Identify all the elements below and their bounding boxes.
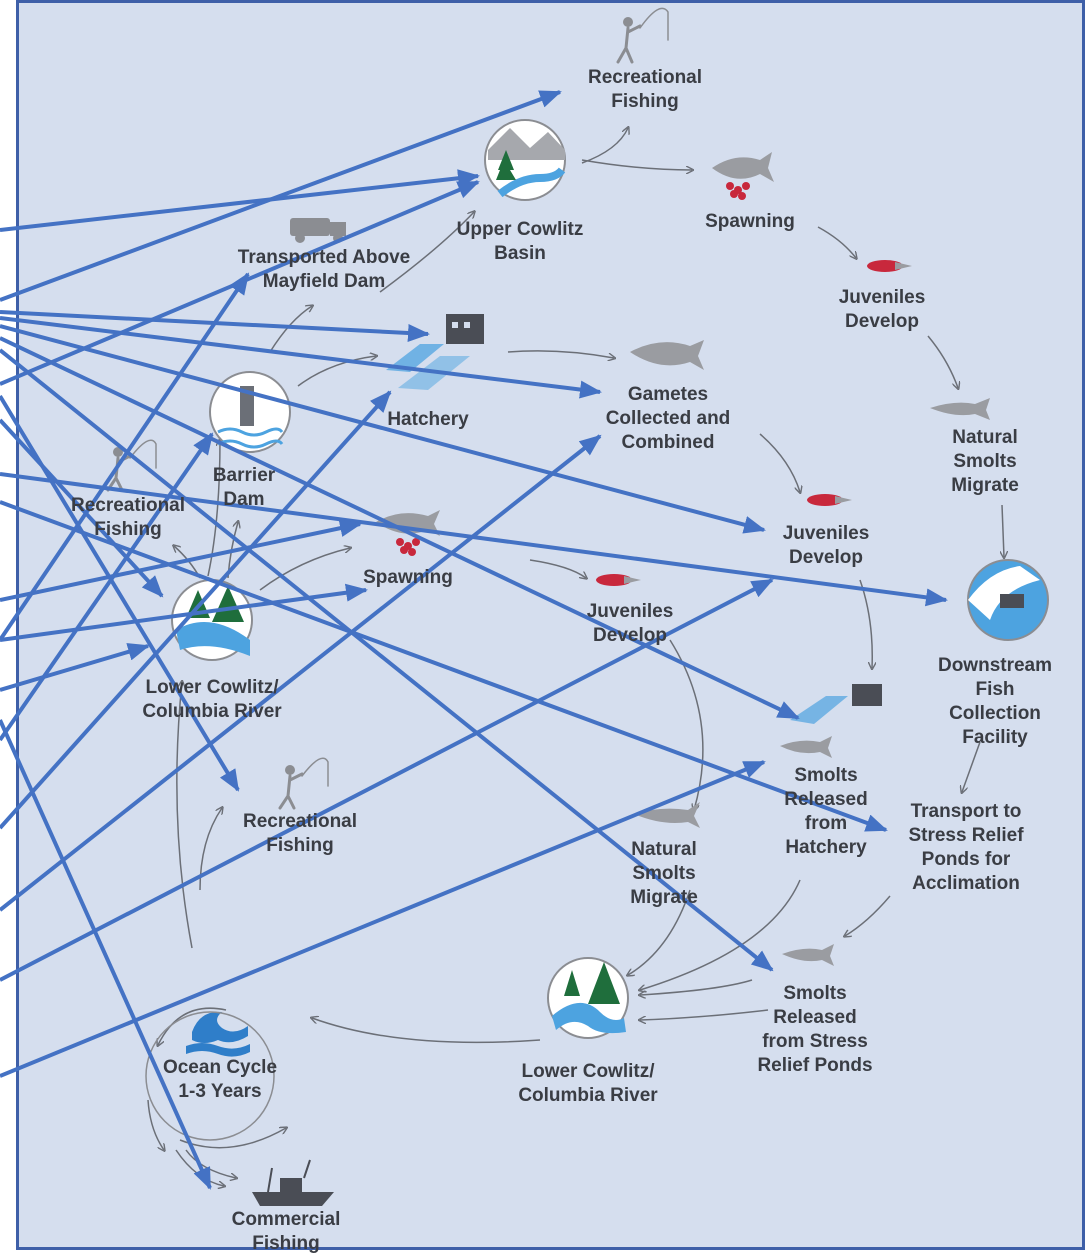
pointer-arrow	[0, 272, 250, 642]
dam-icon	[209, 371, 291, 453]
ocean-wave-icon	[186, 1011, 250, 1057]
flow-arrow	[759, 433, 800, 492]
label-juveniles-develop-top: Juveniles Develop	[838, 287, 926, 332]
collection-facility-icon	[967, 559, 1049, 641]
label-recreational-fishing-left: Recreational Fishing	[70, 495, 186, 540]
label-ocean-cycle: Ocean Cycle 1-3 Years	[162, 1057, 278, 1102]
label-juveniles-develop-mid: Juveniles Develop	[782, 523, 870, 568]
pointer-arrow	[0, 578, 774, 982]
pointer-arrow	[0, 418, 164, 598]
label-natural-smolts-top: Natural Smolts Migrate	[951, 427, 1019, 496]
pointer-arrows	[0, 90, 948, 1190]
flow-arrow	[927, 335, 958, 388]
flow-arrow	[379, 212, 474, 293]
flow-arrow	[259, 548, 350, 591]
loop-circles	[145, 1011, 275, 1141]
flow-arrow	[640, 979, 753, 995]
pointer-arrow	[0, 719, 212, 1190]
pointer-arrow	[0, 500, 888, 832]
label-spawning-top: Spawning	[705, 211, 795, 232]
pointer-arrow	[0, 519, 362, 602]
flow-arrow	[297, 356, 376, 387]
label-natural-smolts-low: Natural Smolts Migrate	[630, 839, 698, 908]
fishing-boat-icon	[252, 1159, 334, 1206]
label-smolts-released-stress: Smolts Released from Stress Relief Ponds	[757, 983, 873, 1076]
pointer-arrow	[0, 643, 150, 692]
label-spawning-mid: Spawning	[363, 567, 453, 588]
flow-arrow	[147, 1099, 164, 1150]
flow-arrow	[859, 579, 872, 668]
pointer-arrow	[0, 390, 392, 830]
label-recreational-fishing-top: Recreational Fishing	[587, 67, 703, 112]
label-barrier-dam: Barrier Dam	[212, 465, 276, 510]
label-lower-cowlitz-lower: Lower Cowlitz/ Columbia River	[518, 1061, 658, 1106]
river-basin-icon	[547, 957, 629, 1039]
eggs-icon	[396, 182, 750, 556]
truck-icon	[290, 218, 346, 243]
smolt-icon	[780, 398, 990, 966]
juvenile-fish-icon	[596, 260, 912, 586]
pointer-arrow	[0, 434, 602, 912]
pointer-arrow	[0, 394, 240, 792]
salmon-icon	[376, 152, 774, 828]
flow-arrow	[199, 808, 222, 891]
flow-arrow	[1002, 504, 1004, 557]
label-upper-cowlitz-basin: Upper Cowlitz Basin	[456, 219, 584, 264]
flow-arrow	[640, 879, 801, 990]
flow-arrow	[817, 226, 856, 258]
pointer-arrow	[0, 432, 214, 742]
river-basin-icon	[484, 119, 566, 201]
pointer-arrow	[0, 169, 480, 232]
flow-arrow	[529, 559, 586, 578]
flow-arrow	[312, 1018, 541, 1044]
pointer-arrow	[0, 316, 602, 399]
flow-arrow	[158, 1007, 227, 1045]
label-commercial-fishing: Commercial Fishing	[231, 1209, 341, 1254]
label-lower-cowlitz-upper: Lower Cowlitz/ Columbia River	[142, 677, 282, 722]
label-transport-stress-relief: Transport to Stress Relief Ponds for Acc…	[908, 801, 1024, 894]
pointer-arrow	[0, 324, 766, 534]
label-transported-above-dam: Transported Above Mayfield Dam	[237, 247, 411, 292]
label-smolts-released-hatchery: Smolts Released from Hatchery	[784, 765, 868, 858]
flow-arrow	[176, 682, 193, 949]
flow-arrow	[507, 350, 614, 358]
flow-arrow	[962, 741, 981, 792]
label-downstream-collection: Downstream Fish Collection Facility	[937, 655, 1053, 748]
flow-arrow	[207, 440, 220, 577]
label-hatchery: Hatchery	[387, 409, 469, 430]
flow-arrows	[147, 128, 1004, 1186]
flow-arrow	[581, 128, 628, 164]
flow-arrow	[269, 306, 312, 353]
label-recreational-fishing-mid: Recreational Fishing	[242, 811, 358, 856]
label-gametes-collected: Gametes Collected and Combined	[605, 384, 731, 453]
fisherman-icon	[278, 757, 329, 810]
pointer-arrow	[0, 583, 368, 642]
label-juveniles-develop-low: Juveniles Develop	[586, 601, 674, 646]
fisherman-icon	[616, 7, 669, 64]
hatchery-building-icon	[386, 314, 484, 390]
hatchery-building-icon	[790, 684, 882, 724]
pointer-arrow	[0, 760, 766, 1078]
flow-arrow	[845, 895, 891, 936]
flow-arrow	[640, 1009, 769, 1020]
pointer-arrow	[0, 90, 562, 302]
flow-arrow	[581, 159, 692, 170]
